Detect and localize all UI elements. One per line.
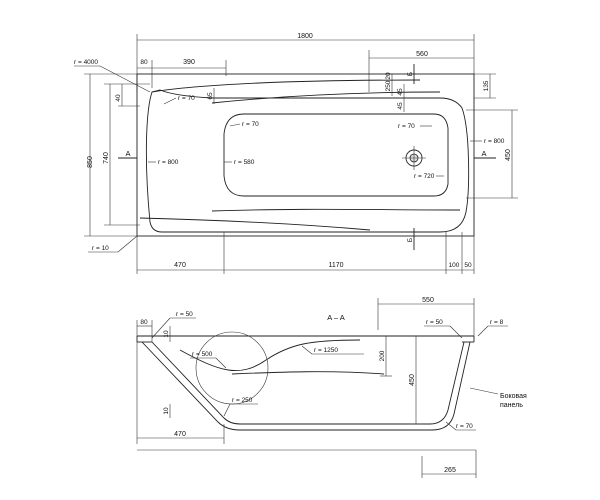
dim-45-label-b: 45 (397, 102, 404, 110)
dim-470-label: 470 (174, 262, 186, 269)
marker-b-bottom: Б (407, 238, 414, 242)
dim-45-label-a: 45 (397, 88, 404, 96)
r-70-label-b: r = 70 (242, 121, 259, 128)
section-profile-outer (141, 341, 471, 431)
seat-curve (231, 371, 385, 375)
dim-65-label: 65 (207, 92, 214, 100)
dim-560-label: 560 (416, 51, 428, 58)
dim-20-label: 20 (385, 72, 392, 80)
section-profile-inner (151, 341, 465, 425)
detail-circle (195, 331, 269, 405)
dim-200-label: 200 (379, 350, 386, 361)
dim-250-label: 250 (385, 80, 392, 91)
r-50-label-right: r = 50 (426, 319, 443, 326)
r-10-label: r = 10 (92, 245, 109, 252)
r-250-label: r = 250 (232, 397, 253, 404)
dim-135-label: 135 (483, 80, 490, 91)
r-50-label-left: r = 50 (176, 311, 193, 318)
rim-sweep-top-inner (211, 91, 441, 104)
tub-outline (136, 73, 475, 237)
dim-100-label: 100 (449, 262, 460, 269)
dim-450-label-section: 450 (409, 374, 416, 386)
r-1250-label: r = 1250 (314, 347, 338, 354)
dim-80-label: 80 (140, 59, 148, 66)
dim-265-label: 265 (444, 467, 456, 474)
dim-850-label: 850 (87, 156, 94, 168)
dim-1800-label: 1800 (297, 33, 313, 40)
rim-sweep-bottom (139, 217, 371, 231)
dim-470-label-section: 470 (174, 431, 186, 438)
r-580-label: r = 580 (234, 159, 255, 166)
marker-b-top: Б (407, 72, 414, 76)
dim-10-label-bottom: 10 (163, 407, 170, 415)
r-8-label: r = 8 (490, 319, 504, 326)
r-70-label-section: r = 70 (456, 423, 473, 430)
rim-sweep-bottom-inner (211, 208, 461, 212)
side-panel-label-line1: Боковая (500, 393, 527, 400)
basin-floor (223, 113, 449, 197)
section-view: A – A 550 80 10 r = 50 r = (136, 297, 527, 478)
dim-450-label: 450 (505, 149, 512, 161)
dim-550-label: 550 (422, 297, 434, 304)
dim-50-label: 50 (464, 262, 472, 269)
r-70-label-a: r = 70 (178, 95, 195, 102)
basin-outer-line (145, 89, 470, 233)
dim-740-label: 740 (103, 152, 110, 164)
r-4000-label: r = 4000 (74, 59, 98, 66)
rim-sweep-top (151, 79, 421, 93)
r-800-label-left: r = 800 (158, 159, 179, 166)
r-70-label-c: r = 70 (398, 123, 415, 130)
r-500-label: r = 500 (192, 351, 213, 358)
dim-10-label-top: 10 (163, 330, 170, 338)
dim-40-label: 40 (115, 94, 122, 102)
section-title: A – A (327, 313, 345, 322)
backrest-curve (179, 339, 361, 372)
dim-80-label-section: 80 (140, 319, 148, 326)
r-720-label: r = 720 (414, 173, 435, 180)
side-panel-label-line2: панель (500, 402, 523, 409)
plan-view: 1800 80 390 560 r = 4000 r (74, 33, 518, 274)
section-a-right: A (481, 149, 486, 158)
section-a-left: A (125, 149, 130, 158)
r-800-label-right: r = 800 (484, 138, 505, 145)
dim-390-label: 390 (183, 59, 195, 66)
dim-1170-label: 1170 (328, 262, 343, 269)
